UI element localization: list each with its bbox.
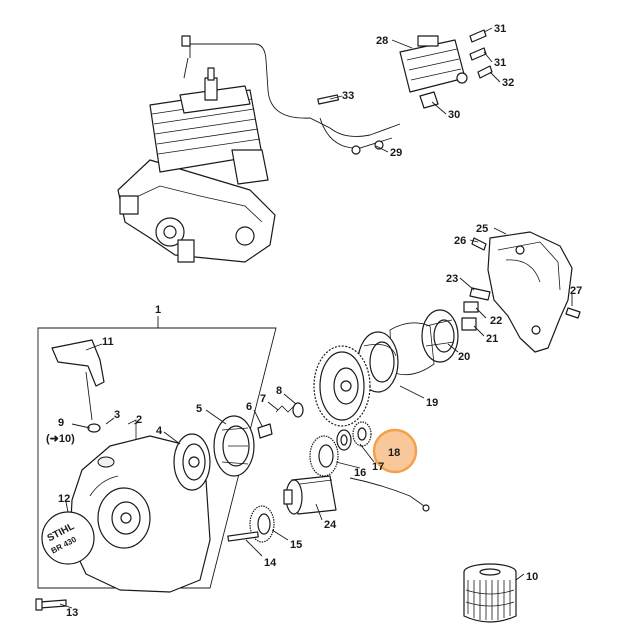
part-17-cable[interactable] bbox=[349, 477, 430, 512]
callout-1: 1 bbox=[155, 304, 161, 316]
callout-8: 8 bbox=[276, 385, 282, 397]
part-25-fan-housing[interactable] bbox=[487, 231, 573, 353]
callout-2: 2 bbox=[136, 414, 142, 426]
callout-3: 3 bbox=[114, 409, 120, 421]
part-10-rope-spool[interactable] bbox=[463, 563, 517, 623]
part-8-washer[interactable] bbox=[292, 402, 304, 418]
part-24-starter-motor[interactable] bbox=[283, 475, 337, 515]
part-14-shaft[interactable] bbox=[227, 531, 259, 542]
callout-26: 26 bbox=[454, 235, 466, 247]
part-19-gear-ring[interactable] bbox=[313, 345, 371, 427]
part-9-rope[interactable] bbox=[85, 371, 93, 421]
callout-7: 7 bbox=[260, 393, 266, 405]
ignition-lead[interactable] bbox=[181, 35, 401, 137]
part-1-starter-assembly-box bbox=[37, 316, 277, 589]
part-4-rope-pulley[interactable] bbox=[173, 433, 211, 491]
part-12-logo-badge[interactable]: STIHL BR 430 bbox=[41, 511, 95, 565]
callout-13: 13 bbox=[66, 607, 78, 619]
callout-14: 14 bbox=[264, 557, 277, 569]
part-31-screw-b[interactable] bbox=[469, 47, 487, 61]
callout-9-ref: (➜10) bbox=[46, 433, 75, 445]
part-17-washer[interactable] bbox=[336, 429, 352, 451]
callout-12: 12 bbox=[58, 493, 70, 505]
callout-33: 33 bbox=[342, 90, 354, 102]
callout-10: 10 bbox=[526, 571, 538, 583]
part-33-pin[interactable] bbox=[317, 94, 340, 105]
part-26-screw[interactable] bbox=[471, 237, 487, 251]
part-28-ignition-module[interactable] bbox=[399, 35, 468, 93]
callout-11: 11 bbox=[102, 336, 114, 348]
part-11-handle[interactable] bbox=[51, 339, 105, 387]
engine-assembly[interactable] bbox=[117, 67, 276, 263]
part-1-fan-cover[interactable] bbox=[69, 435, 211, 593]
callout-27: 27 bbox=[570, 285, 582, 297]
callout-25: 25 bbox=[476, 223, 488, 235]
leader-lines bbox=[59, 27, 573, 609]
part-16-gear[interactable] bbox=[309, 435, 339, 477]
callout-6: 6 bbox=[246, 401, 252, 413]
callout-labels: 1 2 3 4 5 6 7 8 9 (➜10) 10 11 12 13 14 1… bbox=[46, 23, 582, 619]
part-31-screw-a[interactable] bbox=[469, 29, 487, 43]
callout-18: 18 bbox=[388, 447, 400, 459]
callout-24: 24 bbox=[324, 519, 337, 531]
part-7-spring[interactable] bbox=[275, 405, 295, 413]
part-27-screw[interactable] bbox=[565, 307, 581, 319]
callout-15: 15 bbox=[290, 539, 302, 551]
callout-5: 5 bbox=[196, 403, 202, 415]
part-23-spring[interactable] bbox=[469, 287, 491, 301]
callout-28: 28 bbox=[376, 35, 388, 47]
part-32-screw[interactable] bbox=[477, 65, 493, 79]
part-30-terminal[interactable] bbox=[419, 91, 439, 109]
part-2-bushing[interactable] bbox=[127, 419, 137, 446]
callout-21: 21 bbox=[486, 333, 498, 345]
callout-29: 29 bbox=[390, 147, 402, 159]
part-18-highlight[interactable] bbox=[372, 428, 418, 474]
callout-17: 17 bbox=[372, 461, 384, 473]
callout-31-b: 31 bbox=[494, 57, 506, 69]
callout-9: 9 bbox=[58, 417, 64, 429]
callout-23: 23 bbox=[446, 273, 458, 285]
callout-32: 32 bbox=[502, 77, 514, 89]
part-5-spring-cassette[interactable] bbox=[213, 415, 255, 477]
callout-31-a: 31 bbox=[494, 23, 506, 35]
part-21-pin[interactable] bbox=[461, 317, 477, 331]
callout-4: 4 bbox=[156, 425, 163, 437]
part-20-starter-hub[interactable] bbox=[421, 309, 459, 363]
part-22-clip[interactable] bbox=[463, 301, 479, 313]
part-18-pinion-gear[interactable] bbox=[352, 421, 372, 447]
callout-22: 22 bbox=[490, 315, 502, 327]
callout-20: 20 bbox=[458, 351, 470, 363]
part-6-pawl[interactable] bbox=[257, 423, 273, 439]
callout-19: 19 bbox=[426, 397, 438, 409]
callout-16: 16 bbox=[354, 467, 366, 479]
part-19-gasket[interactable] bbox=[389, 322, 435, 376]
callout-30: 30 bbox=[448, 109, 460, 121]
